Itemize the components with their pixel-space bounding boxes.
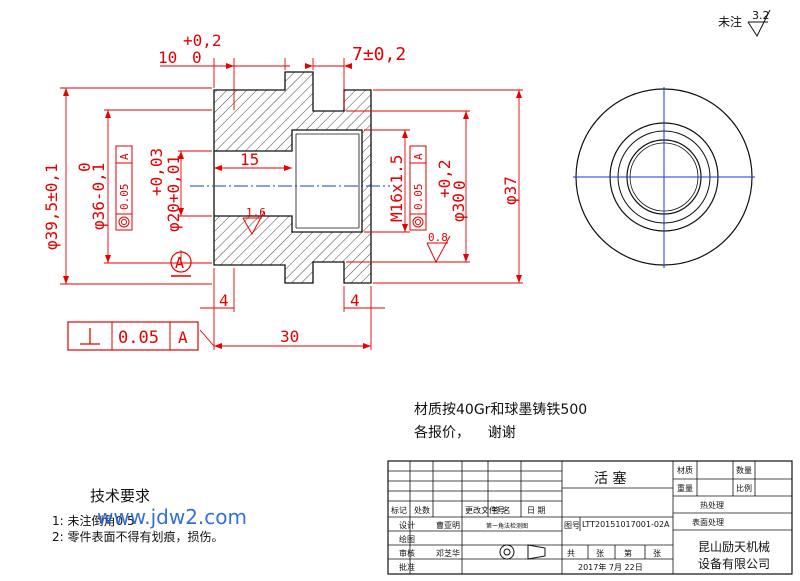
page-label: 第 bbox=[624, 549, 632, 558]
tech-requirement-2: 2: 零件表面不得有划痕，损伤。 bbox=[52, 530, 224, 544]
review-name: 邓芝华 bbox=[436, 549, 460, 558]
roughness-general: 未注 3.2 bbox=[718, 9, 771, 38]
tech-requirements-title: 技术要求 bbox=[90, 487, 151, 505]
material-note: 材质按40Gr和球墨铸铁500 bbox=[414, 402, 588, 418]
review-label: 审核 bbox=[399, 549, 415, 558]
material-label: 材质 bbox=[677, 466, 693, 475]
total-label: 共 bbox=[567, 549, 575, 558]
heat-treatment-label: 热处理 bbox=[700, 501, 724, 510]
dim-bore-tol: +0,03 bbox=[147, 148, 166, 196]
dim-right-dia: φ30 bbox=[449, 193, 468, 222]
sheet-label: 张 bbox=[596, 549, 604, 558]
dim-total-len: 30 bbox=[280, 327, 299, 346]
surface-treatment-label: 表面处理 bbox=[692, 518, 724, 527]
roughness-bore-value: 1.6 bbox=[246, 206, 266, 219]
dimension-lines bbox=[60, 58, 523, 350]
roughness-general-value: 3.2 bbox=[752, 9, 770, 22]
dim-outer-dia: φ39,5±0,1 bbox=[42, 163, 61, 250]
part-name: 活 塞 bbox=[594, 471, 627, 487]
drawing-no: LTT20151017001-02A bbox=[582, 520, 670, 529]
dim-right-tol-zero: 0 bbox=[450, 180, 469, 190]
drawing-date: 2017年 7月 22日 bbox=[578, 563, 643, 572]
design-name: 曹亚明 bbox=[436, 521, 460, 530]
roughness-outer-value: 0.8 bbox=[428, 231, 448, 244]
datum-a-label: A bbox=[175, 254, 184, 272]
weight-label: 重量 bbox=[677, 484, 693, 493]
section-view bbox=[190, 71, 390, 284]
company-name-2: 设备有限公司 bbox=[698, 557, 771, 571]
date-label: 日 期 bbox=[527, 506, 546, 515]
projection-symbol-icon bbox=[499, 544, 546, 560]
dim-lip-left: 4 bbox=[219, 291, 229, 310]
tech-requirement-1: 1: 未注倒角0.5 bbox=[52, 514, 135, 528]
dim-groove: 7±0,2 bbox=[352, 44, 406, 65]
gdt-conc2-value: 0.05 bbox=[412, 184, 425, 211]
dim-bore-dia: φ20+0,01 bbox=[164, 155, 183, 232]
dim-outer-zero: 0 bbox=[75, 162, 94, 172]
part-section-hatch bbox=[213, 71, 372, 284]
count-label: 处数 bbox=[414, 506, 430, 515]
draw-label: 绘图 bbox=[399, 535, 415, 544]
sign-label: 签 名 bbox=[492, 506, 511, 515]
gdt-perp-value: 0.05 bbox=[118, 328, 159, 348]
change-doc-label: 更改文件号 bbox=[465, 506, 505, 515]
gdt-perpendicularity: 0.05 A bbox=[67, 321, 199, 351]
gdt-conc2-datum: A bbox=[412, 153, 425, 160]
dim-left-tol-plus: +0,2 bbox=[183, 31, 222, 50]
quantity-label: 数量 bbox=[736, 466, 752, 475]
dimension-arrows bbox=[63, 63, 522, 349]
gdt-perp-datum: A bbox=[178, 328, 188, 347]
dim-right-tol-plus: +0,2 bbox=[435, 159, 454, 198]
quote-note: 各报价， 谢谢 bbox=[414, 425, 516, 441]
approve-label: 批准 bbox=[399, 563, 415, 572]
dim-left-len: 10 bbox=[158, 48, 177, 67]
dimension-texts: +0,2 10 0 7±0,2 15 4 4 30 φ39,5±0,1 0 φ3… bbox=[42, 31, 520, 346]
dim-left-tol-zero: 0 bbox=[192, 48, 202, 67]
ratio-label: 比例 bbox=[736, 484, 752, 493]
roughness-general-label: 未注 bbox=[718, 14, 742, 29]
watermark: www.jdw2.com bbox=[97, 505, 247, 529]
dim-shoulder-dia: φ36-0,1 bbox=[89, 163, 108, 230]
gdt-concentricity-left: 0.05 A bbox=[115, 145, 133, 231]
design-label: 设计 bbox=[399, 521, 415, 530]
dim-37-dia: φ37 bbox=[501, 176, 520, 205]
dim-lip-right: 4 bbox=[350, 291, 360, 310]
roughness-outer: 0.8 bbox=[426, 231, 451, 264]
roughness-bore: 1.6 bbox=[242, 206, 266, 236]
gdt-conc1-value: 0.05 bbox=[118, 184, 131, 211]
gdt-concentricity-right: 0.05 A bbox=[409, 145, 427, 231]
company-name-1: 昆山励天机械 bbox=[698, 540, 771, 554]
dim-bore-depth: 15 bbox=[240, 150, 259, 169]
projection-view-label: 第一角法检测图 bbox=[486, 523, 529, 530]
gdt-conc1-datum: A bbox=[118, 153, 131, 160]
drawing-no-label: 图号 bbox=[564, 521, 580, 530]
dim-thread: M16x1.5 bbox=[387, 155, 406, 222]
mark-label: 标记 bbox=[391, 506, 407, 515]
end-view bbox=[573, 87, 755, 268]
datum-a-symbol: A bbox=[170, 251, 192, 277]
page-sheet-label: 张 bbox=[653, 549, 661, 558]
